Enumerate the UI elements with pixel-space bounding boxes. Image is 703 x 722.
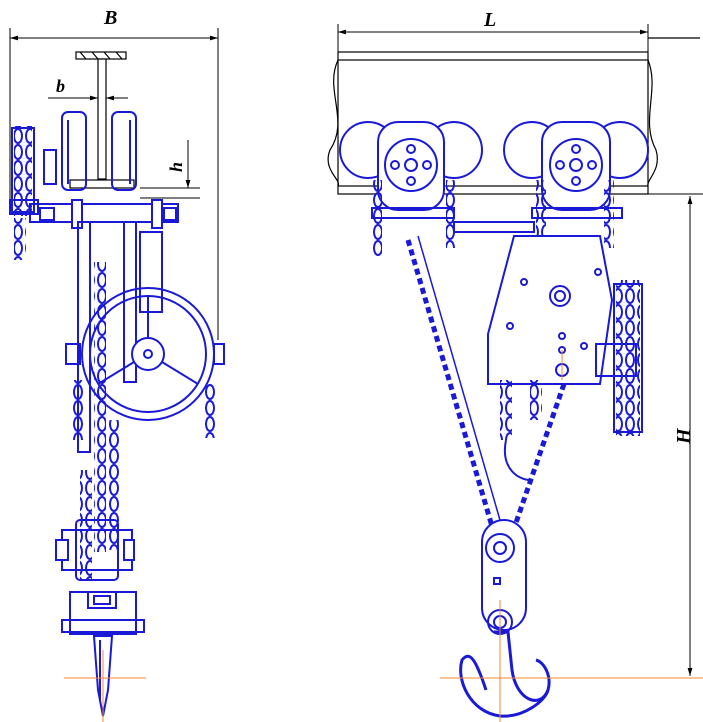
side-view — [9, 28, 225, 717]
dimension-H — [648, 193, 703, 676]
dimension-B — [9, 28, 219, 340]
label-H: H — [673, 427, 695, 445]
label-B: B — [103, 7, 117, 29]
front-view — [327, 24, 700, 718]
dimension-h — [140, 140, 200, 199]
trolley-right — [503, 121, 649, 219]
label-h: h — [166, 162, 186, 172]
hook-block — [459, 519, 551, 718]
trolley-left — [339, 121, 483, 219]
hand-wheel — [65, 287, 225, 421]
label-L: L — [483, 9, 496, 31]
beam-front — [327, 37, 700, 195]
label-b: b — [56, 76, 65, 96]
i-beam-section — [69, 51, 135, 189]
